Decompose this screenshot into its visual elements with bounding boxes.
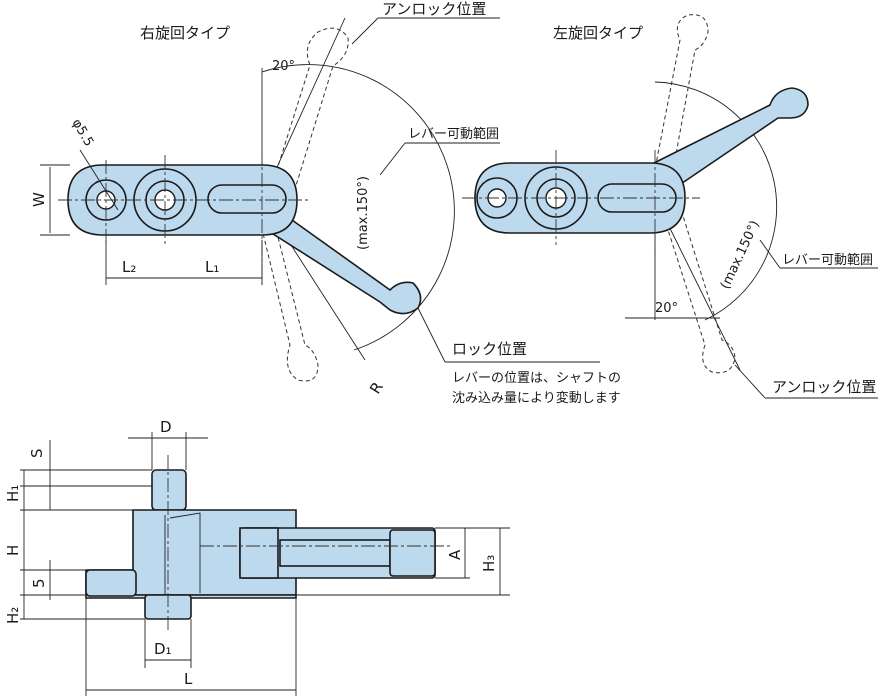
- unlock-position-label-2: アンロック位置: [772, 378, 876, 396]
- range-leader: [379, 142, 406, 176]
- side-view: D S H₁ H 5 H₂ A H₃ D₁ L: [4, 418, 510, 696]
- lever-range-label: レバー可動範囲: [408, 127, 499, 142]
- dim-l: L: [184, 670, 193, 688]
- dim-a: A: [446, 549, 464, 560]
- dim-5: 5: [30, 578, 48, 588]
- lever-shaft: [279, 539, 391, 567]
- dim-r: R: [366, 379, 387, 397]
- unlock-leader-2: [734, 364, 766, 399]
- lock-leader: [417, 307, 446, 363]
- base-flange-ear: [85, 569, 137, 597]
- lock-lever-arm: [260, 198, 422, 315]
- unlock-leader: [351, 17, 379, 45]
- lever-range-arc: [261, 64, 455, 351]
- dim-s: S: [28, 448, 46, 458]
- dim-w: W: [30, 192, 48, 207]
- phi-leader: [79, 149, 119, 211]
- top-pin: [151, 469, 187, 511]
- dim-h1: H₁: [4, 485, 22, 502]
- phi-label: φ5.5: [69, 117, 97, 150]
- angle-max-label-2: (max.150°): [718, 218, 763, 291]
- dim-h2: H₂: [4, 607, 22, 624]
- taper-line: [169, 512, 201, 593]
- lock-lever-arm-2: [648, 87, 809, 192]
- dim-d1: D₁: [154, 640, 172, 658]
- unlock-lever-ghost-2: [649, 14, 736, 374]
- angle-20-label: 20°: [272, 59, 295, 74]
- unlock-lever-ghost: [254, 27, 349, 382]
- left-rotation-view: 左旋回タイプ 20° (max.150°) レバー可動範囲 アンロ: [462, 14, 878, 399]
- title-left-rotation: 左旋回タイプ: [553, 24, 643, 42]
- dim-h: H: [4, 545, 22, 556]
- lock-position-label: ロック位置: [452, 340, 527, 358]
- right-rotation-view: 右旋回タイプ 20° (max.150°) φ5.5: [30, 0, 621, 406]
- lever-range-arc-2: [654, 81, 778, 321]
- dim-h3: H₃: [480, 555, 498, 572]
- lever-knob: [389, 529, 436, 577]
- dim-l2: L₂: [122, 258, 136, 276]
- lever-note-line1: レバーの位置は、シャフトの: [452, 371, 621, 386]
- unlock-position-label: アンロック位置: [382, 0, 486, 18]
- lever-note-line2: 沈み込み量により変動します: [452, 390, 621, 406]
- angle-max-label: (max.150°): [356, 176, 371, 250]
- title-right-rotation: 右旋回タイプ: [140, 24, 230, 42]
- range-leader-2: [759, 239, 781, 269]
- dim-l1: L₁: [205, 258, 219, 276]
- lever-range-label-2: レバー可動範囲: [782, 253, 873, 268]
- dim-d: D: [160, 418, 172, 436]
- slot: [207, 184, 287, 214]
- lever-hub: [239, 527, 279, 579]
- angle-20-label-2: 20°: [655, 301, 678, 316]
